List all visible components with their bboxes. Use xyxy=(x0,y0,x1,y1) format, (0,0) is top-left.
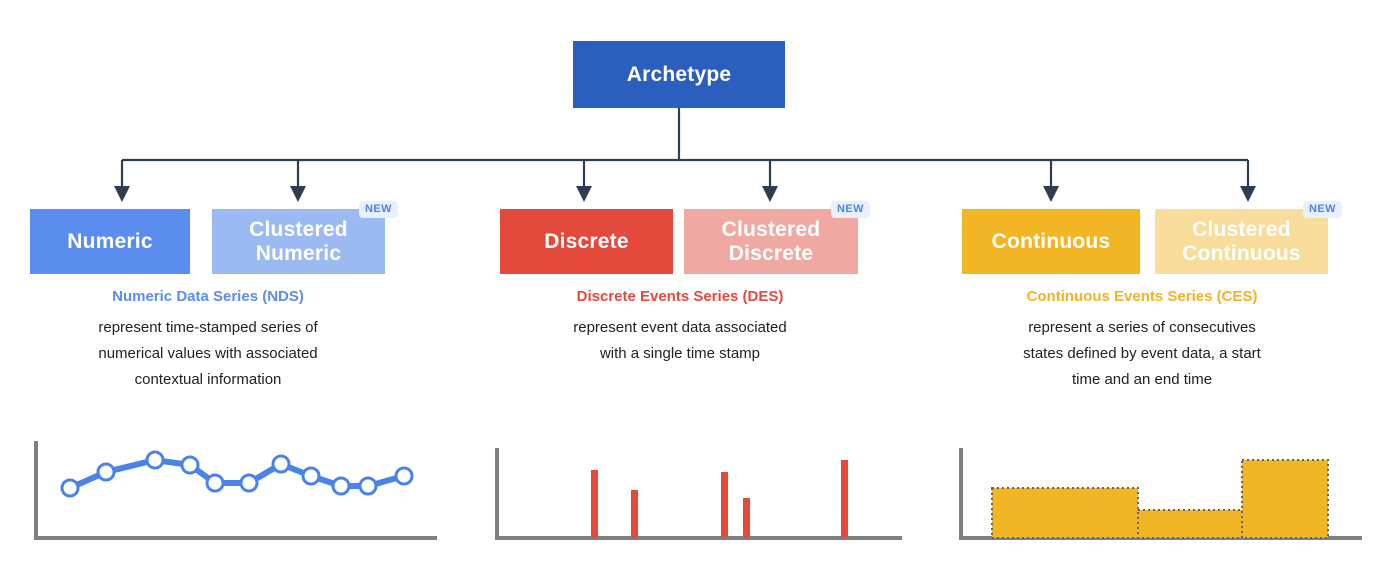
badge-new-label-2: NEW xyxy=(837,203,864,215)
chart-discrete-bars xyxy=(591,460,848,538)
node-clustered-continuous-label: Clustered Continuous xyxy=(1182,217,1301,265)
node-discrete[interactable]: Discrete xyxy=(500,209,673,274)
arrowhead-icon-5 xyxy=(1043,186,1059,202)
chart-numeric-axes xyxy=(34,441,437,540)
node-clustered-discrete-label: Clustered Discrete xyxy=(721,217,821,265)
description-continuous-line-1: represent a series of consecutives xyxy=(1028,319,1256,336)
node-discrete-label: Discrete xyxy=(544,229,629,253)
node-clustered-discrete[interactable]: Clustered Discrete xyxy=(684,209,858,274)
node-numeric[interactable]: Numeric xyxy=(30,209,190,274)
arrowhead-icon-4 xyxy=(762,186,778,202)
node-continuous[interactable]: Continuous xyxy=(962,209,1140,274)
node-numeric-label: Numeric xyxy=(67,229,153,253)
description-numeric: Numeric Data Series (NDS) represent time… xyxy=(22,288,394,392)
badge-new-clustered-discrete: NEW xyxy=(831,201,870,218)
node-continuous-label: Continuous xyxy=(991,229,1111,253)
arrowhead-icon-2 xyxy=(290,186,306,202)
chart-continuous-blocks xyxy=(991,459,1329,539)
badge-new-label-3: NEW xyxy=(1309,203,1336,215)
arrowhead-icon-6 xyxy=(1240,186,1256,202)
description-numeric-title: Numeric Data Series (NDS) xyxy=(112,288,304,305)
description-continuous: Continuous Events Series (CES) represent… xyxy=(953,288,1331,392)
description-discrete-line-1: represent event data associated xyxy=(573,319,787,336)
description-discrete: Discrete Events Series (DES) represent e… xyxy=(494,288,866,367)
node-clustered-numeric-label: Clustered Numeric xyxy=(249,217,348,265)
chart-discrete-axes xyxy=(495,448,902,540)
description-numeric-line-3: contextual information xyxy=(134,370,282,388)
node-clustered-continuous[interactable]: Clustered Continuous xyxy=(1155,209,1328,274)
description-discrete-line-2: with a single time stamp xyxy=(599,344,761,362)
arrowhead-icon-3 xyxy=(576,186,592,202)
node-clustered-numeric[interactable]: Clustered Numeric xyxy=(212,209,385,274)
description-continuous-line-3: time and an end time xyxy=(1071,370,1213,388)
description-numeric-line-1: represent time-stamped series of xyxy=(98,319,318,336)
description-numeric-line-2: numerical values with associated xyxy=(98,344,318,362)
chart-numeric-markers xyxy=(60,450,414,498)
badge-new-label-1: NEW xyxy=(365,203,392,215)
node-archetype-label: Archetype xyxy=(626,62,732,86)
node-archetype[interactable]: Archetype xyxy=(573,41,785,108)
description-continuous-line-2: states defined by event data, a start xyxy=(1023,344,1261,362)
badge-new-clustered-continuous: NEW xyxy=(1303,201,1342,218)
badge-new-clustered-numeric: NEW xyxy=(359,201,398,218)
arrowhead-icon-1 xyxy=(114,186,130,202)
description-continuous-title: Continuous Events Series (CES) xyxy=(1026,288,1258,305)
description-discrete-title: Discrete Events Series (DES) xyxy=(576,288,784,305)
